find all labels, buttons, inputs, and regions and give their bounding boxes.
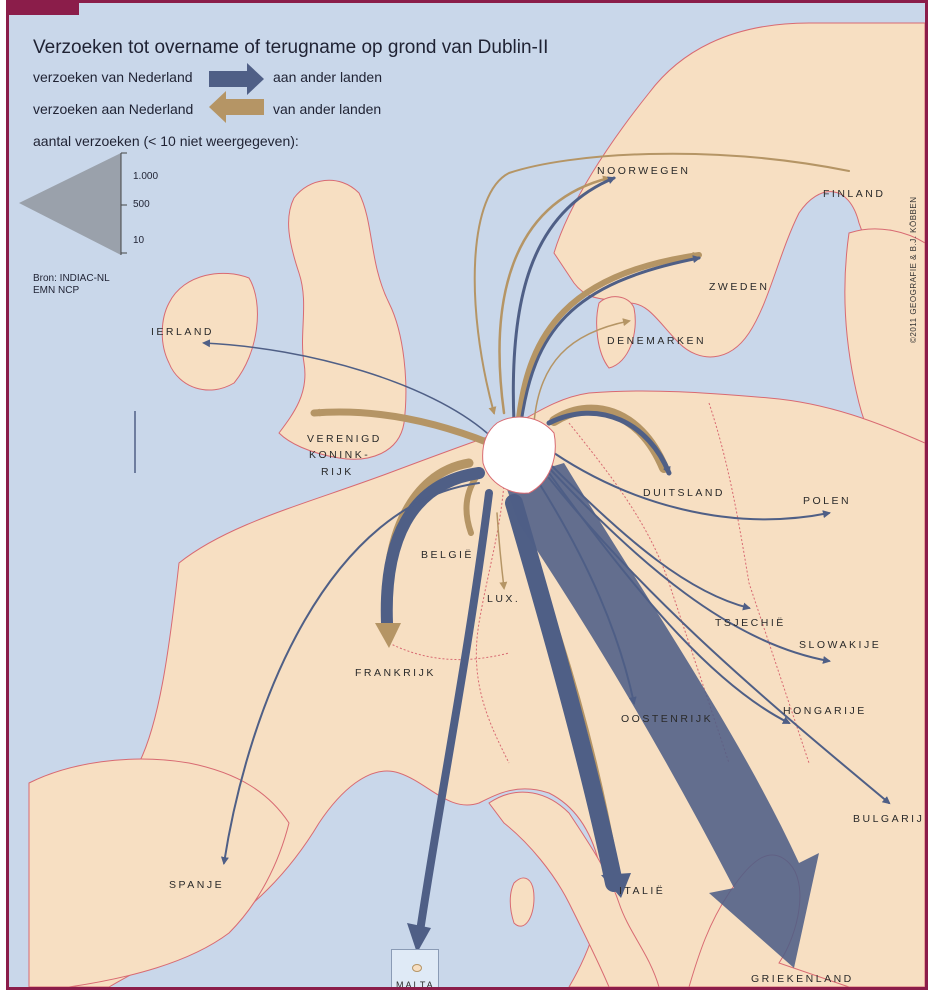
label-slowakije: SLOWAKIJE xyxy=(799,639,882,651)
label-polen: POLEN xyxy=(803,495,852,507)
label-malta: MALTA xyxy=(396,980,435,990)
flow-out-sweden xyxy=(519,255,701,425)
flow-out-spain xyxy=(220,482,480,865)
flow-in-lux xyxy=(496,512,508,590)
label-duitsland: DUITSLAND xyxy=(643,487,726,499)
flow-out-ireland xyxy=(202,339,488,434)
corsica-shape xyxy=(509,877,535,927)
legend-incoming-left: verzoeken aan Nederland xyxy=(33,101,194,117)
uk-shape xyxy=(278,179,407,460)
france-arrowhead xyxy=(375,623,401,648)
label-vk-1: VERENIGD xyxy=(307,433,382,445)
scale-tick-1000: 1.000 xyxy=(133,171,159,182)
legend-count-label: aantal verzoeken (< 10 niet weergegeven)… xyxy=(33,133,299,149)
flow-out-norway xyxy=(511,176,616,425)
flow-in-norway xyxy=(498,175,611,415)
flow-out-germany xyxy=(546,410,672,476)
label-vk-2: KONINK- xyxy=(309,449,371,461)
label-spanje: SPANJE xyxy=(169,879,225,891)
flow-out-malta xyxy=(415,489,493,942)
label-tsjechie: TSJECHIË xyxy=(715,617,786,629)
label-lux: LUX. xyxy=(487,593,521,605)
label-ierland: IERLAND xyxy=(151,326,215,338)
map-title: Verzoeken tot overname of terugname op g… xyxy=(33,37,549,58)
flow-in-denmark xyxy=(533,318,631,424)
flow-out-greece xyxy=(504,463,819,968)
label-hongarije: HONGARIJE xyxy=(783,705,867,717)
label-griekenland: GRIEKENLAND xyxy=(751,973,854,985)
scale-tick-10: 10 xyxy=(133,235,145,246)
flow-in-uk xyxy=(310,408,493,447)
flow-in-sweden xyxy=(516,251,702,421)
label-frankrijk: FRANKRIJK xyxy=(355,667,436,679)
netherlands-shape xyxy=(482,416,556,494)
label-noorwegen: NOORWEGEN xyxy=(597,165,691,177)
source-line-1: Bron: INDIAC-NL xyxy=(33,273,110,284)
source-line-2: EMN NCP xyxy=(33,285,80,296)
map-frame: Verzoeken tot overname of terugname op g… xyxy=(6,0,928,990)
land-masses xyxy=(28,22,925,987)
label-vk-3: RIJK xyxy=(321,466,354,478)
legend-outgoing-right: aan ander landen xyxy=(273,69,382,85)
label-belgie: BELGIË xyxy=(421,549,474,561)
ireland-shape xyxy=(161,272,258,391)
flow-in-finland xyxy=(473,152,850,415)
italy-arrowhead xyxy=(601,873,631,898)
scandinavia-shape xyxy=(553,22,925,358)
label-oostenrijk: OOSTENRIJK xyxy=(621,713,714,725)
legend-outgoing-arrow xyxy=(209,63,264,95)
flow-out-france xyxy=(380,467,485,629)
italy-shape xyxy=(488,791,660,987)
malta-island xyxy=(412,964,422,972)
corner-tab xyxy=(9,3,79,15)
legend-outgoing-left: verzoeken van Nederland xyxy=(33,69,193,85)
label-denemarken: DENEMARKEN xyxy=(607,335,707,347)
legend-size-wedge xyxy=(19,153,121,255)
flow-out-italy xyxy=(505,494,623,892)
denmark-shape xyxy=(596,296,636,369)
legend-scale-bar xyxy=(120,152,127,255)
legend-incoming-arrow xyxy=(209,91,264,123)
scale-tick-500: 500 xyxy=(133,199,150,210)
label-bulgarije: BULGARIJE xyxy=(853,813,928,825)
flow-out-poland xyxy=(553,452,831,521)
credit-text: ©2011 GEOGRAFIE & B.J. KÖBBEN xyxy=(909,196,918,343)
legend-incoming-right: van ander landen xyxy=(273,101,382,117)
iberia-shape xyxy=(28,758,290,987)
label-italie: ITALIË xyxy=(619,885,666,897)
label-zweden: ZWEDEN xyxy=(709,281,770,293)
malta-inset: MALTA xyxy=(391,949,439,990)
malta-arrowhead xyxy=(407,923,431,953)
europe-map xyxy=(19,22,925,987)
label-finland: FINLAND xyxy=(823,188,886,200)
